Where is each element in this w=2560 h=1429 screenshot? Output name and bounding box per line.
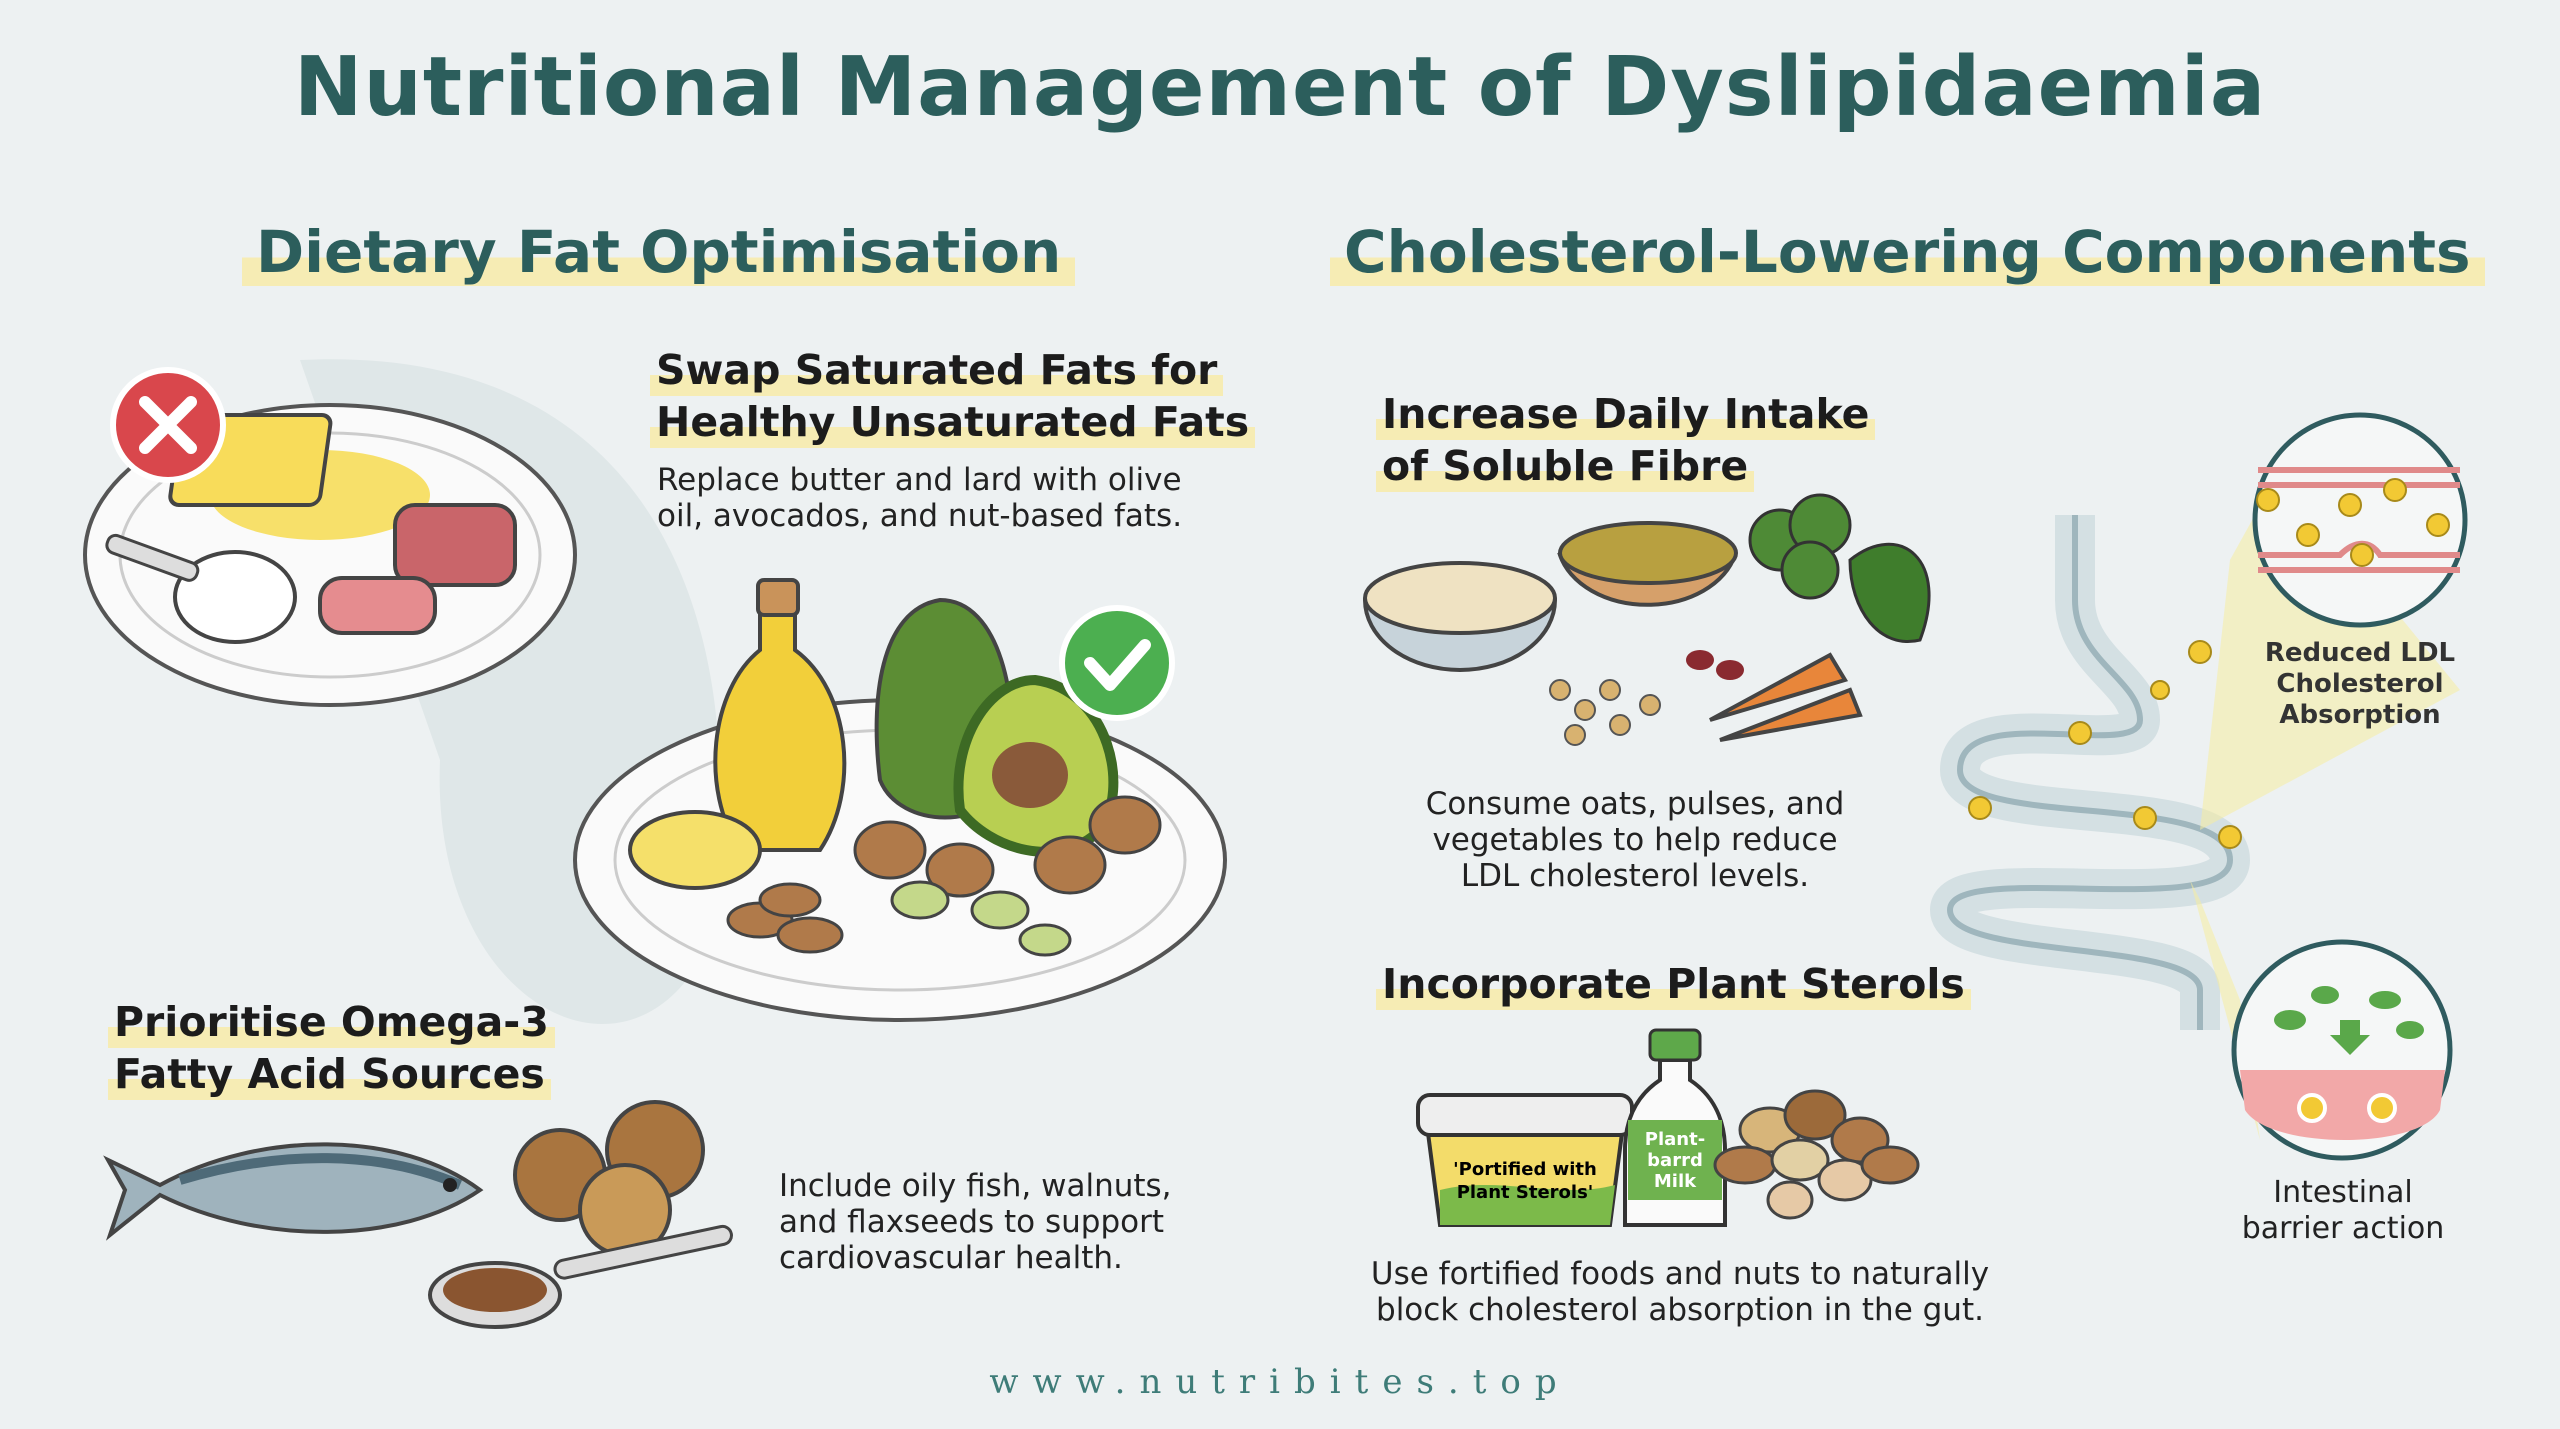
- ldl-caption-line1: Reduced LDL: [2264, 638, 2456, 668]
- ldl-caption-line2: Cholesterol: [2276, 669, 2444, 699]
- saturated-fats-plate: [83, 403, 577, 707]
- fibre-heading-line2: of Soluble Fibre: [1376, 440, 1755, 492]
- bottle-label-line3: Milk: [1654, 1171, 1697, 1192]
- plant-sterols-heading: Incorporate Plant Sterols: [1376, 958, 1971, 1010]
- omega3-heading: Prioritise Omega-3 Fatty Acid Sources: [108, 996, 555, 1100]
- fibre-body-line2: vegetables to help reduce: [1432, 822, 1838, 858]
- swap-body-line2: oil, avocados, and nut-based fats.: [657, 498, 1183, 534]
- spinach-icon: [1848, 542, 1931, 643]
- olive-oil-bottle: [713, 608, 847, 852]
- section-heading-dietary-fat: Dietary Fat Optimisation: [242, 218, 1076, 286]
- omega-heading-line1: Prioritise Omega-3: [108, 996, 555, 1048]
- omega-body-line3: cardiovascular health.: [779, 1240, 1123, 1276]
- tub-label-line1: 'Portified with: [1453, 1159, 1597, 1180]
- tub-label-line2: Plant Sterols': [1457, 1182, 1594, 1203]
- fibre-heading: Increase Daily Intake of Soluble Fibre: [1376, 388, 1876, 492]
- intestine-diagram: [1929, 515, 2251, 1030]
- swap-fats-heading: Swap Saturated Fats for Healthy Unsatura…: [650, 344, 1256, 448]
- swap-fats-body: Replace butter and lard with olive oil, …: [657, 462, 1182, 534]
- cholesterol-particles: [1968, 640, 2242, 849]
- swap-heading-line1: Swap Saturated Fats for: [650, 344, 1224, 396]
- ldl-absorption-magnifier: [2252, 412, 2468, 628]
- fibre-foods: [1362, 493, 1931, 746]
- healthy-fats-plate: [573, 578, 1227, 1022]
- omega3-body: Include oily fish, walnuts, and flaxseed…: [779, 1168, 1172, 1276]
- fibre-body-line3: LDL cholesterol levels.: [1460, 858, 1810, 894]
- swap-body-line1: Replace butter and lard with olive: [657, 462, 1182, 498]
- oil-bowl: [628, 810, 762, 890]
- check-icon: [1059, 605, 1175, 721]
- omega-body-line1: Include oily fish, walnuts,: [779, 1168, 1172, 1204]
- sterol-tub: 'Portified with Plant Sterols': [1416, 1093, 1634, 1227]
- sterols-body-line1: Use fortified foods and nuts to naturall…: [1370, 1256, 1990, 1292]
- sterols-heading-text: Incorporate Plant Sterols: [1376, 958, 1971, 1010]
- walnuts-icon: [513, 1100, 705, 1257]
- intestinal-barrier-magnifier: [2231, 939, 2453, 1161]
- fibre-body: Consume oats, pulses, and vegetables to …: [1380, 786, 1890, 894]
- mixed-nuts: [1713, 1089, 1920, 1220]
- ldl-caption-line3: Absorption: [2279, 700, 2441, 730]
- ldl-absorption-caption: Reduced LDL Cholesterol Absorption: [2220, 638, 2500, 731]
- sterols-body-line2: block cholesterol absorption in the gut.: [1376, 1292, 1984, 1328]
- page-title: Nutritional Management of Dyslipidaemia: [293, 40, 2267, 135]
- bottle-label-line2: barrd: [1647, 1150, 1703, 1171]
- barrier-caption-line2: barrier action: [2241, 1211, 2445, 1246]
- barrier-caption-line1: Intestinal: [2273, 1175, 2413, 1210]
- cross-icon: [110, 367, 226, 483]
- section-heading-cholesterol-lowering: Cholesterol-Lowering Components: [1330, 218, 2485, 286]
- plant-sterols-body: Use fortified foods and nuts to naturall…: [1330, 1256, 2030, 1328]
- omega-heading-line2: Fatty Acid Sources: [108, 1048, 551, 1100]
- nuts: [726, 795, 1162, 957]
- carrot-icon: [1709, 652, 1849, 722]
- broccoli-icon: [1748, 493, 1852, 600]
- flaxseed-spoon: [428, 1224, 733, 1329]
- fibre-heading-line1: Increase Daily Intake: [1376, 388, 1876, 440]
- omega-body-line2: and flaxseeds to support: [779, 1204, 1165, 1240]
- plant-milk-bottle: Plant- barrd Milk: [1623, 1028, 1727, 1227]
- fish-icon: [103, 1142, 484, 1241]
- swap-heading-line2: Healthy Unsaturated Fats: [650, 396, 1256, 448]
- intestinal-barrier-caption: Intestinal barrier action: [2193, 1175, 2493, 1247]
- footer-url: www.nutribites.top: [989, 1362, 1571, 1402]
- bottle-label-line1: Plant-: [1645, 1129, 1705, 1150]
- fibre-body-line1: Consume oats, pulses, and: [1425, 786, 1845, 822]
